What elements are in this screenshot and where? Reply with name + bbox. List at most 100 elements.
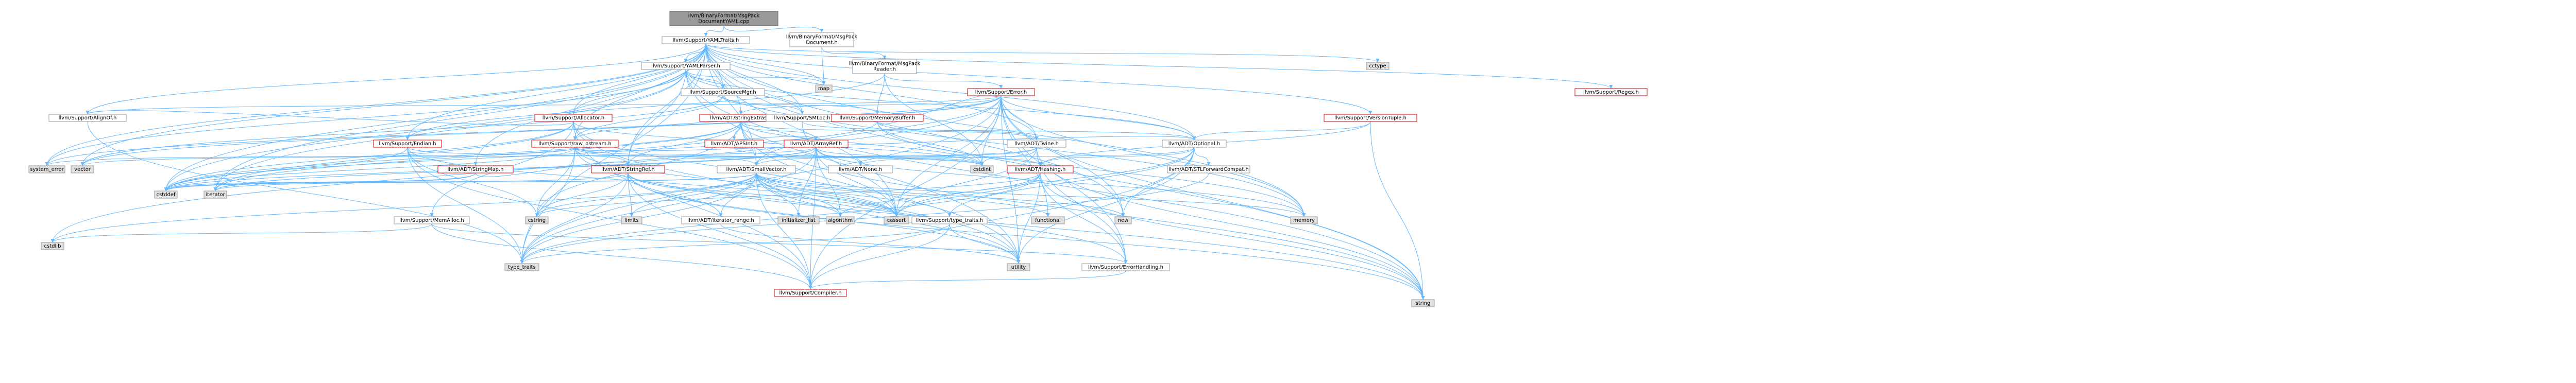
edge-root-to-msgdoc <box>723 25 824 33</box>
node-initlist: initializer_list <box>777 216 820 224</box>
node-apsint-box <box>704 140 764 148</box>
edge-yamltraits-to-cctype <box>705 43 1380 63</box>
node-error[interactable]: llvm/Support/Error.h <box>967 88 1035 96</box>
node-regex[interactable]: llvm/Support/Regex.h <box>1574 88 1648 96</box>
edge-hashing-to-cassert <box>894 172 1041 217</box>
node-alignof-label: llvm/Support/AlignOf.h <box>59 115 117 121</box>
node-cstddef: cstddef <box>154 190 178 199</box>
node-smallvector[interactable]: llvm/ADT/SmallVector.h <box>717 165 796 173</box>
node-memalloc[interactable]: llvm/Support/MemAlloc.h <box>394 216 470 224</box>
node-typetraits-label: type_traits <box>508 265 535 270</box>
edge-smallvector-to-limits <box>630 172 757 217</box>
node-limits-label: limits <box>624 218 638 223</box>
node-stringextras-label: llvm/ADT/StringExtras.h <box>710 115 772 121</box>
edge-typetraitsllvm-to-compiler <box>808 223 950 290</box>
edge-smallvector-to-cassert <box>756 172 899 217</box>
node-allocator-label: llvm/Support/Allocator.h <box>543 115 604 121</box>
node-twine-box <box>1007 140 1066 148</box>
edge-root-to-yamltraits <box>704 25 724 37</box>
node-endian[interactable]: llvm/Support/Endian.h <box>373 140 442 148</box>
node-iterrange[interactable]: llvm/ADT/iterator_range.h <box>681 216 760 224</box>
edge-twine-to-smallvector <box>754 147 1037 166</box>
node-systemerror-box <box>28 165 65 173</box>
node-typetraitsllvm[interactable]: llvm/Support/type_traits.h <box>911 216 988 224</box>
node-error-label: llvm/Support/Error.h <box>975 90 1027 95</box>
edge-yamlparser-to-systemerror <box>45 69 686 166</box>
edge-hashing-to-cstring <box>535 172 1041 217</box>
node-typetraitsllvm-label: llvm/Support/type_traits.h <box>916 218 983 223</box>
edge-error-to-vector <box>80 95 1002 166</box>
node-adtnone-box <box>828 165 893 173</box>
edge-smallvector-to-iterrange <box>719 172 757 217</box>
node-smloc[interactable]: llvm/Support/SMLoc.h <box>766 114 839 122</box>
node-hashing[interactable]: llvm/ADT/Hashing.h <box>1007 165 1074 173</box>
node-cstdlib-label: cstdlib <box>44 243 61 249</box>
node-twine[interactable]: llvm/ADT/Twine.h <box>1007 140 1066 148</box>
edge-twine-to-cassert <box>894 147 1037 217</box>
node-stringref[interactable]: llvm/ADT/StringRef.h <box>591 165 665 173</box>
edge-yamltraits-to-alignof <box>86 43 706 115</box>
edge-twine-to-stringref <box>626 147 1037 166</box>
node-yamltraits[interactable]: llvm/Support/YAMLTraits.h <box>662 36 750 44</box>
edge-memorybuffer-to-cstdint <box>877 121 984 166</box>
node-yamlparser[interactable]: llvm/Support/YAMLParser.h <box>641 62 731 70</box>
node-optional[interactable]: llvm/ADT/Optional.h <box>1162 140 1227 148</box>
node-sourcemgr[interactable]: llvm/Support/SourceMgr.h <box>681 88 765 96</box>
node-compiler[interactable]: llvm/Support/Compiler.h <box>774 289 847 297</box>
node-cstddef-label: cstddef <box>157 192 176 198</box>
edge-yamlparser-to-memory <box>685 69 1306 217</box>
node-root-box <box>669 11 778 26</box>
edge-alignof-to-typetraits <box>87 121 524 264</box>
node-cctype-label: cctype <box>1369 63 1386 69</box>
node-msgreader-box <box>852 59 917 74</box>
edge-yamltraits-to-cassert <box>705 43 899 217</box>
node-apsint[interactable]: llvm/ADT/APSInt.h <box>704 140 764 148</box>
node-stringmap[interactable]: llvm/ADT/StringMap.h <box>437 165 514 173</box>
node-optional-box <box>1162 140 1227 148</box>
node-smloc-label: llvm/Support/SMLoc.h <box>774 115 831 121</box>
node-regex-box <box>1574 88 1648 96</box>
node-yamlparser-box <box>641 62 731 70</box>
node-memalloc-box <box>394 216 470 224</box>
node-versiontuple[interactable]: llvm/Support/VersionTuple.h <box>1324 114 1417 122</box>
edge-rawostream-to-smallvector <box>574 147 758 166</box>
node-cctype: cctype <box>1366 62 1389 70</box>
edge-error-to-cstdlib <box>50 95 1002 243</box>
node-rawostream[interactable]: llvm/Support/raw_ostream.h <box>531 140 619 148</box>
node-vector-label: vector <box>74 167 91 172</box>
edge-smallvector-to-memory <box>756 172 1306 217</box>
edge-stringref-to-cstring <box>535 172 629 217</box>
node-arrayref[interactable]: llvm/ADT/ArrayRef.h <box>784 140 849 148</box>
node-map-label: map <box>818 86 829 92</box>
node-alignof[interactable]: llvm/Support/AlignOf.h <box>48 114 127 122</box>
edge-errorhandling-to-compiler <box>808 270 1126 290</box>
edge-endian-to-typetraits <box>407 147 524 264</box>
edge-arrayref-to-memory <box>816 147 1306 217</box>
node-new: new <box>1114 216 1132 224</box>
node-sourcemgr-label: llvm/Support/SourceMgr.h <box>689 90 756 95</box>
node-stlforward[interactable]: llvm/ADT/STLForwardCompat.h <box>1167 165 1250 173</box>
edge-msgreader-to-cstdint <box>884 73 984 166</box>
node-allocator[interactable]: llvm/Support/Allocator.h <box>534 114 613 122</box>
node-errorhandling[interactable]: llvm/Support/ErrorHandling.h <box>1081 263 1170 271</box>
edge-stringref-to-iterrange <box>628 172 723 217</box>
edge-stringextras-to-string <box>740 121 1425 300</box>
node-utility-label: utility <box>1011 265 1026 270</box>
edge-versiontuple-to-string <box>1370 121 1425 300</box>
node-systemerror-label: system_error <box>30 167 64 172</box>
node-memorybuffer[interactable]: llvm/Support/MemoryBuffer.h <box>831 114 924 122</box>
node-adtnone[interactable]: llvm/ADT/None.h <box>828 165 893 173</box>
edge-yamltraits-to-map <box>705 43 826 85</box>
edge-sourcemgr-to-memorybuffer <box>722 95 879 115</box>
edge-optional-to-cassert <box>894 147 1195 217</box>
node-memorybuffer-label: llvm/Support/MemoryBuffer.h <box>839 115 915 121</box>
node-versiontuple-label: llvm/Support/VersionTuple.h <box>1334 115 1406 121</box>
node-rawostream-label: llvm/Support/raw_ostream.h <box>538 141 612 147</box>
node-hashing-label: llvm/ADT/Hashing.h <box>1015 167 1066 172</box>
node-arrayref-label: llvm/ADT/ArrayRef.h <box>790 141 842 147</box>
